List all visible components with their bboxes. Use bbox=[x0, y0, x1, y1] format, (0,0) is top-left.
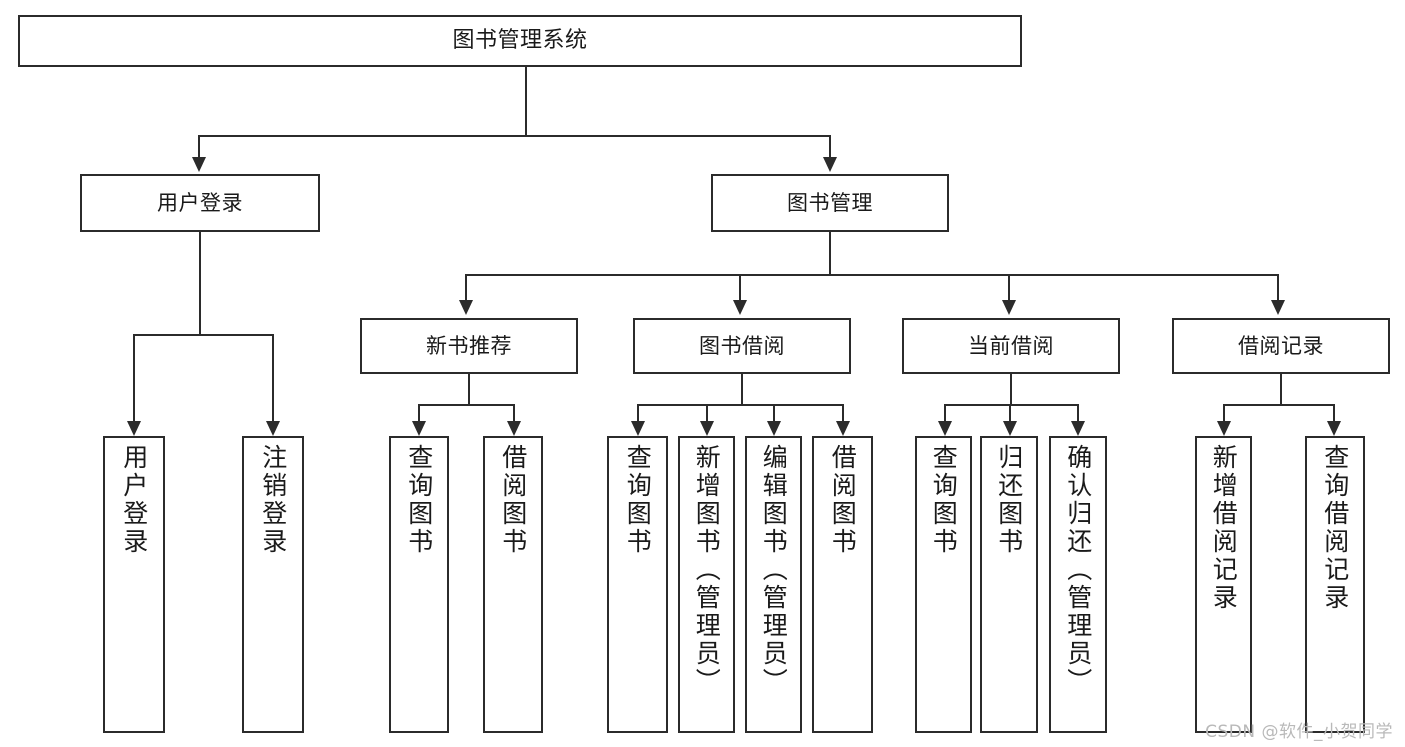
connector-bb-to-leaf-3 bbox=[773, 404, 775, 421]
connector-root-to-user-login bbox=[198, 135, 200, 157]
connector-nb-to-leaf-1 bbox=[418, 404, 420, 421]
leaf-query-book-from-borrow[interactable]: 查询图书 bbox=[607, 436, 668, 733]
leaf-query-book-from-current[interactable]: 查询图书 bbox=[915, 436, 972, 733]
node-label: 编辑图书（管理员） bbox=[759, 444, 789, 696]
connector-book-management-bar bbox=[465, 274, 1277, 276]
leaf-query-book-from-recommend[interactable]: 查询图书 bbox=[389, 436, 449, 733]
connector-bb-to-leaf-1 bbox=[637, 404, 639, 421]
node-book-borrow[interactable]: 图书借阅 bbox=[633, 318, 851, 374]
node-user-login[interactable]: 用户登录 bbox=[80, 174, 320, 232]
connector-cb-to-leaf-2 bbox=[1009, 404, 1011, 421]
arrowhead-borrow-record bbox=[1271, 300, 1285, 315]
arrowhead-br-leaf-1 bbox=[1217, 421, 1231, 436]
arrowhead-bb-leaf-4 bbox=[836, 421, 850, 436]
connector-root-bar bbox=[198, 135, 830, 137]
node-label: 图书借阅 bbox=[699, 333, 785, 358]
arrowhead-nb-leaf-1 bbox=[412, 421, 426, 436]
node-label: 查询图书 bbox=[623, 444, 653, 556]
connector-nb-to-leaf-2 bbox=[513, 404, 515, 421]
connector-bm-to-new-book bbox=[465, 274, 467, 300]
connector-new-book-stem bbox=[468, 374, 470, 406]
node-label: 确认归还（管理员） bbox=[1063, 444, 1093, 696]
arrowhead-cb-leaf-2 bbox=[1003, 421, 1017, 436]
node-label: 查询图书 bbox=[404, 444, 434, 556]
connector-root-stem bbox=[525, 67, 527, 136]
node-label: 当前借阅 bbox=[968, 333, 1054, 358]
arrowhead-bb-leaf-1 bbox=[631, 421, 645, 436]
leaf-return-book[interactable]: 归还图书 bbox=[980, 436, 1038, 733]
connector-bb-to-leaf-2 bbox=[706, 404, 708, 421]
arrowhead-user-login bbox=[192, 157, 206, 172]
connector-book-borrow-bar bbox=[637, 404, 843, 406]
connector-user-login-to-leaf-2 bbox=[272, 334, 274, 421]
leaf-add-borrow-record[interactable]: 新增借阅记录 bbox=[1195, 436, 1252, 733]
node-label: 借阅图书 bbox=[828, 444, 858, 556]
connector-user-login-stem bbox=[199, 232, 201, 335]
node-book-management[interactable]: 图书管理 bbox=[711, 174, 949, 232]
arrowhead-book-management bbox=[823, 157, 837, 172]
connector-user-login-bar bbox=[133, 334, 274, 336]
node-label: 新书推荐 bbox=[426, 333, 512, 358]
node-label: 注销登录 bbox=[258, 444, 288, 556]
connector-br-to-leaf-1 bbox=[1223, 404, 1225, 421]
connector-current-borrow-bar bbox=[944, 404, 1078, 406]
connector-cb-to-leaf-3 bbox=[1077, 404, 1079, 421]
node-label: 新增图书（管理员） bbox=[692, 444, 722, 696]
watermark-text: CSDN @软件_小贺同学 bbox=[1205, 722, 1393, 742]
arrowhead-cb-leaf-3 bbox=[1071, 421, 1085, 436]
node-label: 借阅记录 bbox=[1238, 333, 1324, 358]
connector-bm-to-borrow-record bbox=[1277, 274, 1279, 300]
connector-book-borrow-stem bbox=[741, 374, 743, 406]
arrowhead-book-borrow bbox=[733, 300, 747, 315]
node-label: 查询借阅记录 bbox=[1320, 444, 1350, 612]
node-label: 用户登录 bbox=[157, 190, 243, 215]
connector-borrow-record-stem bbox=[1280, 374, 1282, 406]
node-label: 图书管理系统 bbox=[452, 27, 588, 53]
leaf-confirm-return-admin[interactable]: 确认归还（管理员） bbox=[1049, 436, 1107, 733]
connector-root-to-book-management bbox=[829, 135, 831, 157]
connector-cb-to-leaf-1 bbox=[944, 404, 946, 421]
node-label: 归还图书 bbox=[994, 444, 1024, 556]
leaf-query-borrow-record[interactable]: 查询借阅记录 bbox=[1305, 436, 1365, 733]
arrowhead-leaf-user-login bbox=[127, 421, 141, 436]
connector-bm-to-current-borrow bbox=[1008, 274, 1010, 300]
connector-bm-to-book-borrow bbox=[739, 274, 741, 300]
leaf-borrow-book[interactable]: 借阅图书 bbox=[812, 436, 873, 733]
connector-current-borrow-stem bbox=[1010, 374, 1012, 406]
node-label: 用户登录 bbox=[119, 444, 149, 556]
arrowhead-bb-leaf-2 bbox=[700, 421, 714, 436]
connector-new-book-bar bbox=[418, 404, 515, 406]
arrowhead-cb-leaf-1 bbox=[938, 421, 952, 436]
node-current-borrow[interactable]: 当前借阅 bbox=[902, 318, 1120, 374]
node-label: 借阅图书 bbox=[498, 444, 528, 556]
connector-bb-to-leaf-4 bbox=[842, 404, 844, 421]
arrowhead-nb-leaf-2 bbox=[507, 421, 521, 436]
arrowhead-br-leaf-2 bbox=[1327, 421, 1341, 436]
arrowhead-new-book-recommend bbox=[459, 300, 473, 315]
arrowhead-current-borrow bbox=[1002, 300, 1016, 315]
connector-br-to-leaf-2 bbox=[1333, 404, 1335, 421]
leaf-logout[interactable]: 注销登录 bbox=[242, 436, 304, 733]
leaf-edit-book-admin[interactable]: 编辑图书（管理员） bbox=[745, 436, 802, 733]
node-borrow-record[interactable]: 借阅记录 bbox=[1172, 318, 1390, 374]
node-new-book-recommend[interactable]: 新书推荐 bbox=[360, 318, 578, 374]
leaf-borrow-book-from-recommend[interactable]: 借阅图书 bbox=[483, 436, 543, 733]
node-label: 图书管理 bbox=[787, 190, 873, 215]
node-label: 查询图书 bbox=[929, 444, 959, 556]
arrowhead-leaf-logout bbox=[266, 421, 280, 436]
node-root-book-management-system[interactable]: 图书管理系统 bbox=[18, 15, 1022, 67]
connector-book-management-stem bbox=[829, 232, 831, 276]
leaf-add-book-admin[interactable]: 新增图书（管理员） bbox=[678, 436, 735, 733]
connector-user-login-to-leaf-1 bbox=[133, 334, 135, 421]
arrowhead-bb-leaf-3 bbox=[767, 421, 781, 436]
node-label: 新增借阅记录 bbox=[1209, 444, 1239, 612]
connector-borrow-record-bar bbox=[1223, 404, 1334, 406]
leaf-user-login[interactable]: 用户登录 bbox=[103, 436, 165, 733]
